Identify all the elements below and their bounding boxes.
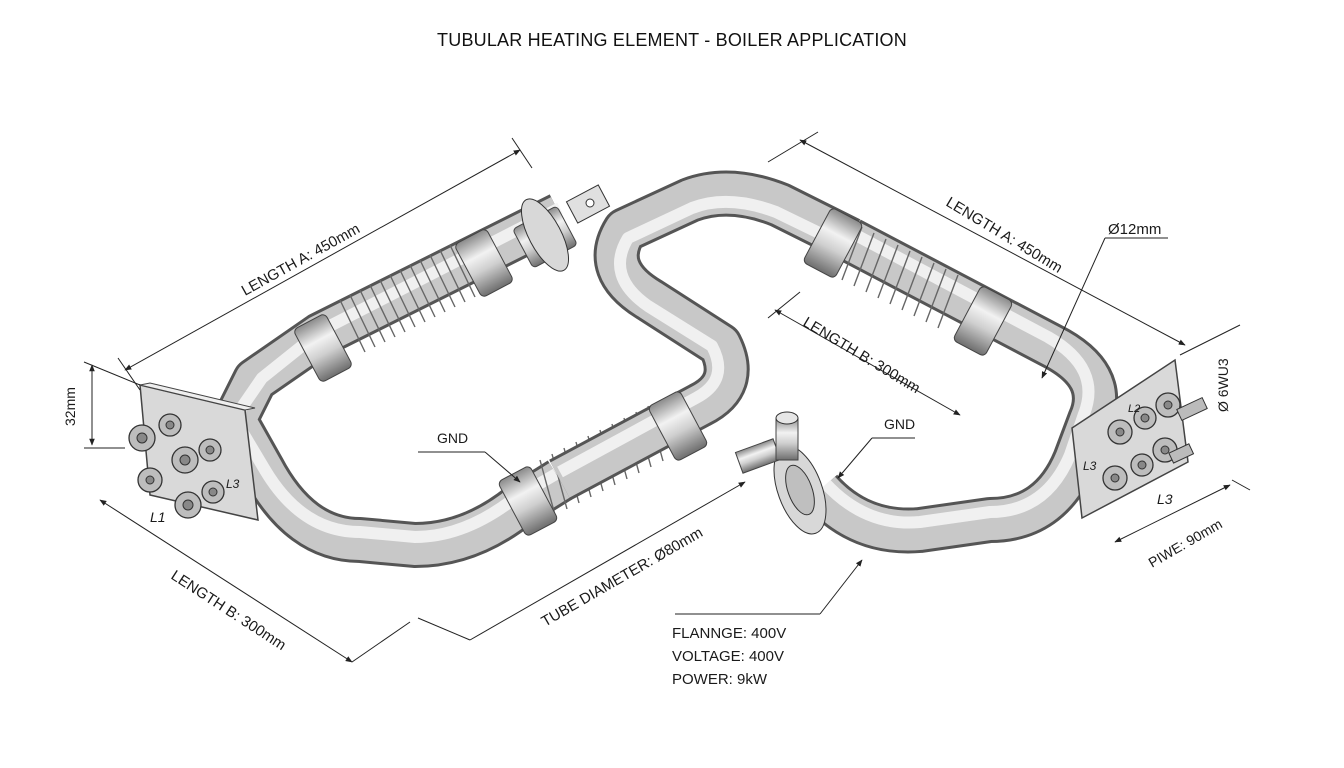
spec-line-2: VOLTAGE: 400V	[672, 648, 784, 665]
dimension-lines	[83, 131, 1251, 663]
gnd-left-label: GND	[437, 430, 468, 446]
terminal-l1-label: L1	[150, 509, 166, 525]
gnd-right-label: GND	[884, 416, 915, 432]
tube-diameter-label: TUBE DIAMETER: Ø80mm	[539, 524, 706, 630]
terminal-l2-label: L2	[1128, 403, 1140, 415]
terminal-l3-left-label: L3	[226, 477, 240, 491]
height-32-label: 32mm	[62, 387, 78, 426]
spec-line-3: POWER: 9kW	[672, 671, 768, 688]
terminal-l3-right-b-label: L3	[1157, 491, 1173, 507]
center-connecting-tube	[498, 170, 861, 536]
length-a-left-label: LENGTH A: 450mm	[239, 220, 363, 299]
right-terminal-bolts	[1102, 392, 1208, 491]
length-b-left-label: LENGTH B: 300mm	[168, 567, 289, 654]
leader-lines	[418, 237, 1168, 615]
length-a-right-label: LENGTH A: 450mm	[943, 194, 1065, 277]
spec-block: FLANNGE: 400V VOLTAGE: 400V POWER: 9kW	[672, 625, 786, 688]
terminal-l3-right-a-label: L3	[1083, 459, 1097, 473]
length-b-right-label: LENGTH B: 300mm	[800, 314, 923, 397]
pwe-label: PIWE: 90mm	[1146, 516, 1225, 571]
spec-line-1: FLANNGE: 400V	[672, 625, 786, 642]
side-code-label: Ø 6WU3	[1215, 358, 1231, 412]
diameter-12-label: Ø12mm	[1108, 221, 1161, 238]
diagram-title: TUBULAR HEATING ELEMENT - BOILER APPLICA…	[437, 30, 907, 50]
right-heating-element	[734, 208, 1208, 554]
